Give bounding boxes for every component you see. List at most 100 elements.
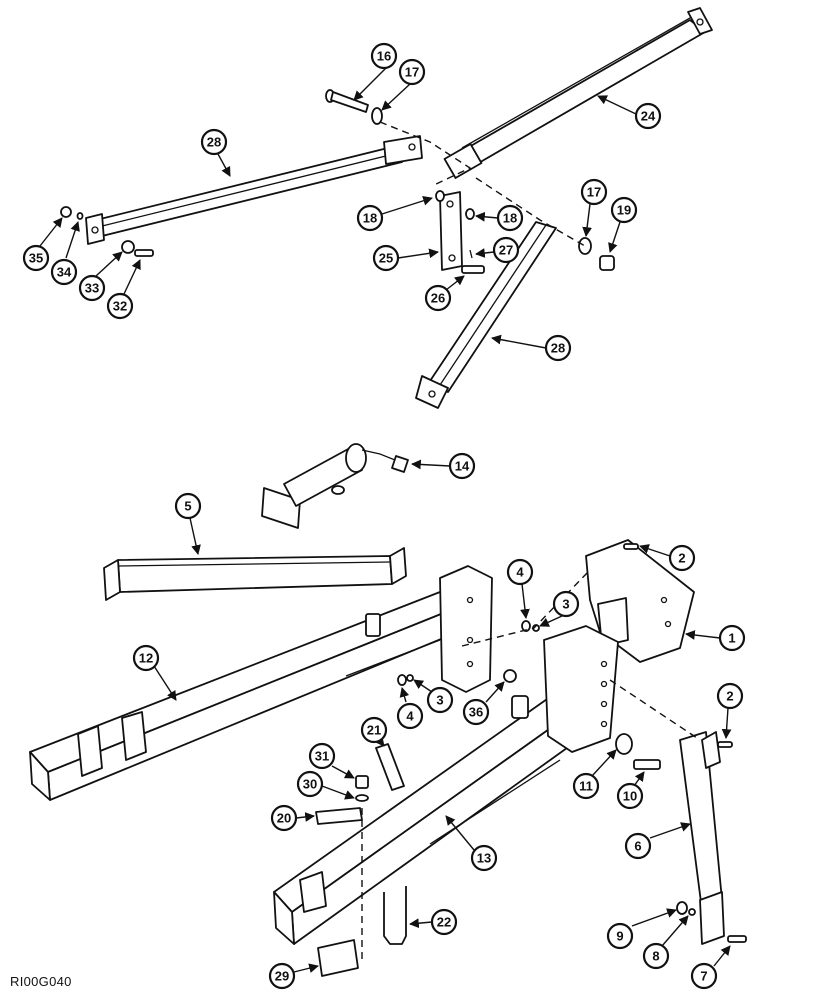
- svg-text:36: 36: [469, 705, 483, 720]
- svg-text:28: 28: [551, 341, 565, 356]
- washer-9: [676, 901, 688, 915]
- bolt-10: [633, 759, 661, 770]
- nut-19: [599, 255, 615, 271]
- callout-18-right: 18: [475, 204, 524, 232]
- plate-20: [315, 807, 363, 825]
- svg-text:2: 2: [678, 551, 685, 566]
- washer-17-right: [578, 237, 592, 255]
- svg-text:10: 10: [623, 789, 637, 804]
- svg-text:18: 18: [363, 211, 377, 226]
- washer-33: [121, 240, 135, 254]
- svg-text:34: 34: [57, 265, 72, 280]
- svg-text:22: 22: [437, 915, 451, 930]
- callout-12: 12: [132, 644, 177, 701]
- top-assembly: [60, 7, 713, 409]
- callout-2-low: 2: [716, 682, 744, 739]
- washer-35: [60, 206, 72, 218]
- callout-7: 7: [690, 945, 731, 990]
- callout-17: 17: [381, 58, 426, 111]
- callout-3-low: 3: [413, 679, 454, 714]
- bracket-1: [585, 539, 695, 663]
- svg-text:16: 16: [377, 49, 391, 64]
- bolt-16: [325, 89, 369, 113]
- svg-text:6: 6: [634, 839, 641, 854]
- callout-26: 26: [424, 275, 465, 312]
- svg-text:11: 11: [579, 779, 593, 794]
- washer-11: [615, 733, 633, 755]
- callout-11: 11: [572, 749, 617, 800]
- callout-18-left: 18: [356, 196, 433, 232]
- leg-6: [679, 731, 725, 945]
- callout-27: 27: [475, 236, 520, 264]
- tube-24: [443, 7, 713, 179]
- callout-31: 31: [308, 742, 355, 779]
- callout-32: 32: [106, 259, 141, 320]
- svg-text:8: 8: [652, 949, 659, 964]
- svg-text:4: 4: [406, 709, 414, 724]
- bolt-32: [134, 249, 154, 257]
- svg-text:20: 20: [277, 811, 291, 826]
- callout-16: 16: [353, 42, 398, 101]
- svg-text:33: 33: [85, 281, 99, 296]
- hardware: [315, 543, 747, 977]
- callout-5: 5: [174, 492, 202, 555]
- svg-text:12: 12: [139, 651, 153, 666]
- callout-4-top: 4: [506, 558, 534, 619]
- nut-31: [355, 775, 369, 789]
- callout-17-right: 17: [580, 178, 608, 237]
- hidden-line-a: [461, 571, 589, 647]
- callout-1: 1: [685, 624, 746, 652]
- callout-8: 8: [642, 915, 689, 970]
- svg-text:29: 29: [275, 969, 289, 984]
- pin-27: [469, 249, 473, 259]
- callout-19: 19: [608, 196, 638, 253]
- svg-text:27: 27: [499, 243, 513, 258]
- bracket-29: [317, 939, 359, 977]
- callout-6: 6: [624, 822, 691, 860]
- washer-30: [355, 794, 369, 802]
- svg-text:13: 13: [477, 851, 491, 866]
- svg-text:1: 1: [728, 631, 735, 646]
- svg-text:30: 30: [303, 777, 317, 792]
- svg-text:2: 2: [726, 689, 733, 704]
- callout-34: 34: [50, 221, 80, 286]
- nut-18-left: [435, 190, 445, 202]
- callout-2-top: 2: [639, 544, 696, 572]
- svg-text:17: 17: [405, 65, 419, 80]
- callouts: 16 17 24 28 18 18 17: [22, 42, 746, 990]
- hidden-line-b: [609, 679, 701, 741]
- callout-33: 33: [78, 251, 123, 302]
- svg-text:35: 35: [29, 251, 43, 266]
- beam-13: [273, 625, 619, 945]
- bolt-26: [461, 265, 485, 274]
- callout-28-left: 28: [200, 128, 231, 177]
- callout-28-brace: 28: [491, 334, 572, 362]
- callout-30: 30: [296, 770, 355, 800]
- bolt-2-top: [623, 543, 639, 550]
- svg-text:7: 7: [700, 969, 707, 984]
- u-bolt-22: [383, 886, 407, 945]
- callout-24: 24: [597, 95, 662, 130]
- callout-13: 13: [445, 815, 498, 872]
- callout-25: 25: [372, 244, 439, 272]
- svg-text:19: 19: [617, 203, 631, 218]
- svg-text:28: 28: [207, 135, 221, 150]
- svg-text:26: 26: [431, 291, 445, 306]
- callout-20: 20: [270, 804, 315, 832]
- svg-text:31: 31: [315, 749, 329, 764]
- callout-14: 14: [411, 452, 476, 480]
- bolt-2-low: [717, 741, 733, 748]
- callout-3-top: 3: [539, 590, 580, 627]
- svg-text:18: 18: [503, 211, 517, 226]
- svg-text:17: 17: [587, 185, 601, 200]
- figure-code-label: RI00G040: [10, 974, 72, 989]
- lockwasher-3-low: [406, 674, 414, 682]
- callout-29: 29: [268, 962, 319, 990]
- plate-25: [439, 191, 463, 271]
- plate-21: [375, 743, 405, 791]
- washer-36: [503, 669, 517, 683]
- callout-4-low: 4: [396, 687, 424, 730]
- callout-10: 10: [616, 771, 645, 810]
- svg-text:24: 24: [641, 109, 656, 124]
- lockwasher-34: [76, 212, 84, 220]
